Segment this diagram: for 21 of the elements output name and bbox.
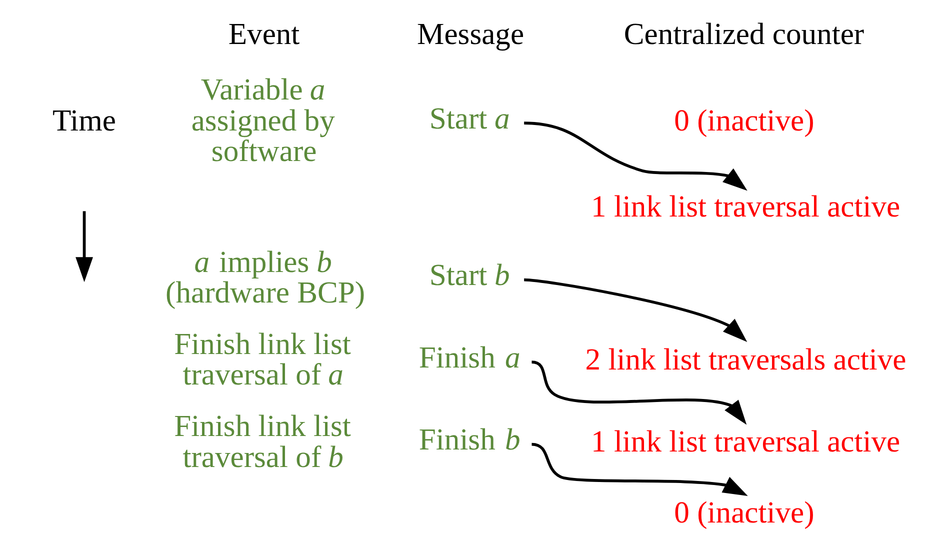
node-text: Start b [428,258,510,292]
label: Event [228,17,300,52]
node-text: 0 (inactive) [674,495,814,530]
node-text: Finish link list traversal of b [174,409,350,474]
node-text: Finish link list traversal of a [174,327,350,392]
node-text: 1 link list traversal active [590,424,900,459]
arrow [524,278,747,342]
node-text: 1 link list traversal active [590,189,900,224]
arrow [524,122,747,191]
node-text: 0 (inactive) [674,103,814,138]
label: Message [416,17,524,52]
arrow [531,360,746,425]
label: Time [52,103,116,138]
node-text: 2 link list traversals active [584,342,906,376]
node-text: Variable a assigned by software [190,72,334,168]
label: Centralized counter [623,17,864,52]
arrow [531,442,748,496]
node-text: a implies b (hardware BCP) [165,244,365,310]
node-text: Start a [428,101,510,136]
node-text: Finish a [418,340,520,374]
node-text: Finish b [418,422,520,457]
